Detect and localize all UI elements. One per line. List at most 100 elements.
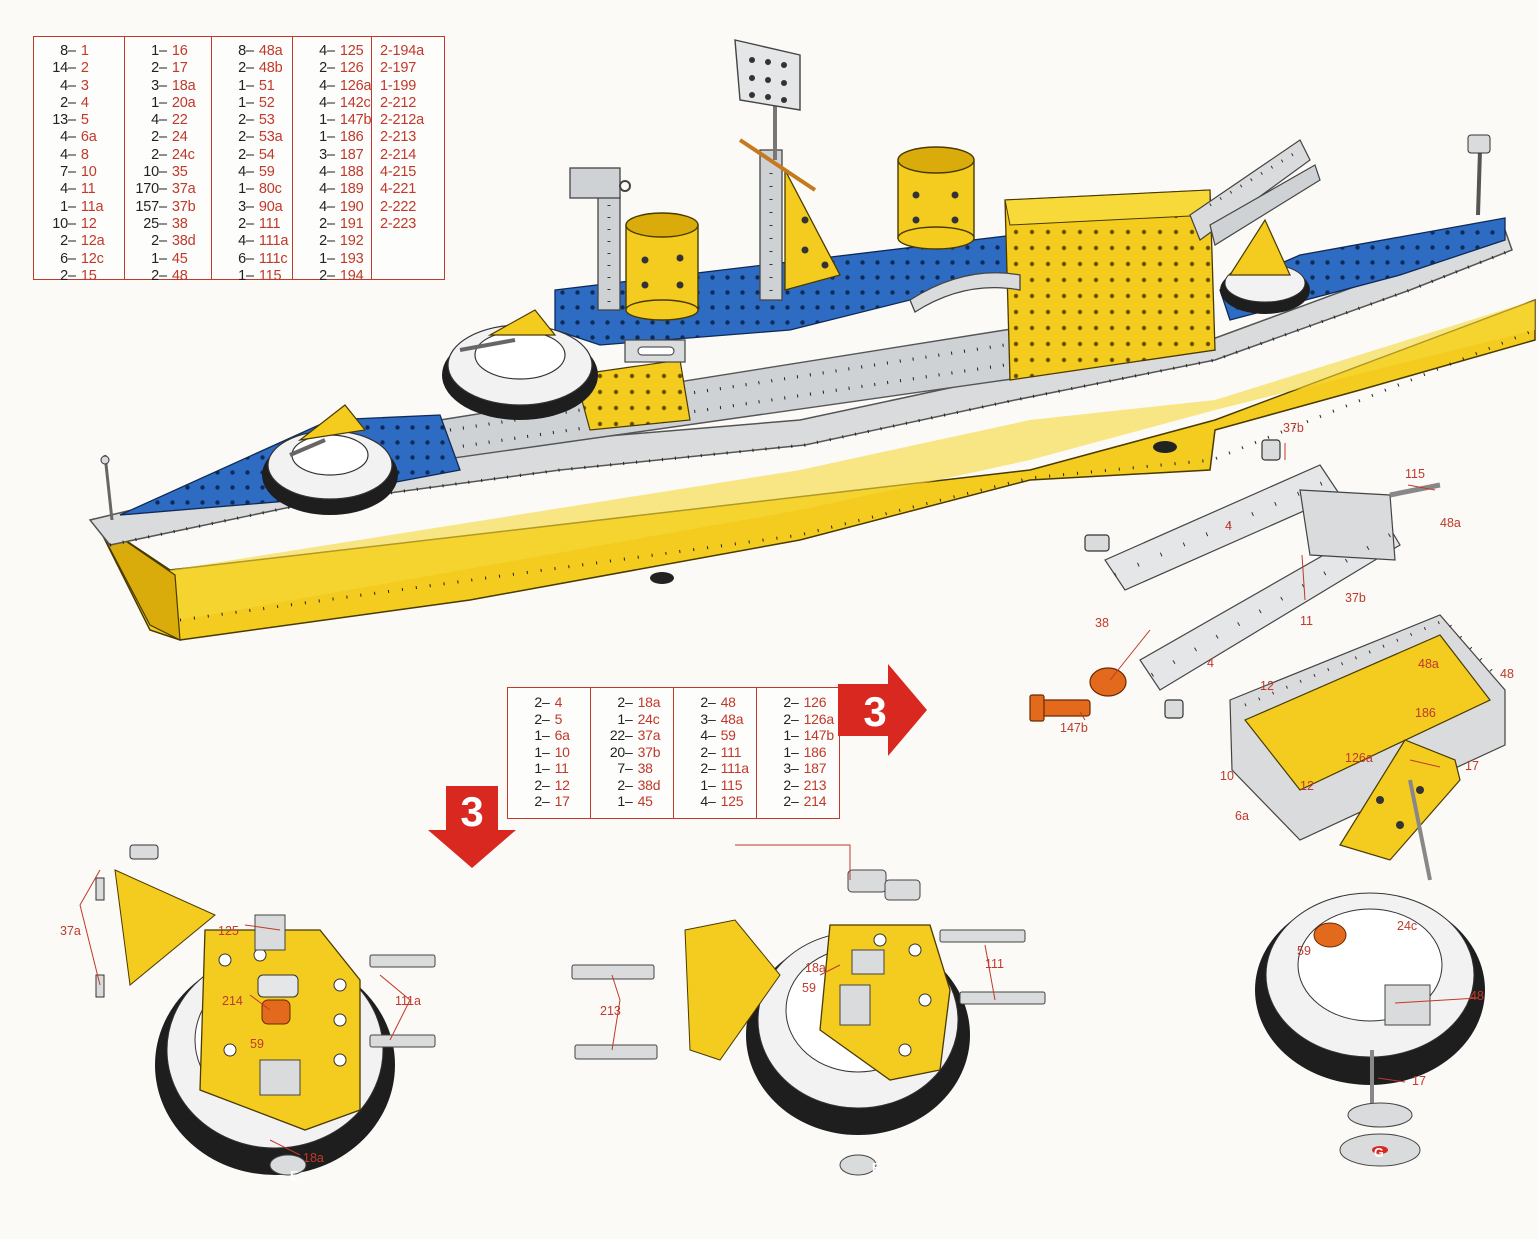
step-arrow-down: 3 — [428, 786, 516, 868]
parts-row: 2-194a — [380, 43, 436, 60]
parts-row: 2–192 — [301, 233, 364, 250]
funnel-front — [625, 212, 699, 321]
part-dash: – — [246, 164, 254, 181]
callout-label: 6a — [1235, 809, 1249, 823]
part-quantity: 7 — [617, 760, 625, 776]
part-number: 37b — [637, 743, 661, 760]
part-quantity: 3 — [151, 77, 159, 94]
part-quantity: 1 — [151, 43, 159, 59]
part-number: 11 — [554, 760, 569, 776]
parts-row: 2–4 — [42, 95, 116, 112]
part-dash: – — [708, 694, 716, 710]
parts-row: 2–15 — [42, 268, 116, 285]
parts-row: 1–51 — [220, 78, 284, 95]
part-dash: – — [159, 77, 167, 94]
part-dash: – — [327, 181, 335, 198]
part-number: 4-215 — [380, 164, 417, 181]
part-dash: – — [791, 710, 799, 727]
part-quantity: 2 — [319, 215, 327, 232]
part-quantity: 3 — [238, 198, 246, 215]
part-dash: – — [68, 250, 76, 267]
parts-row: 1–24c — [599, 711, 665, 728]
part-dash: – — [68, 77, 76, 94]
parts-row: 4–125 — [301, 43, 364, 60]
part-number: 45 — [171, 250, 188, 267]
parts-row: 2–53 — [220, 112, 284, 129]
part-number: 8 — [80, 146, 89, 163]
turret-e — [95, 844, 436, 1176]
callout-label: 59 — [1297, 944, 1311, 958]
part-dash: – — [327, 146, 335, 163]
part-dash: – — [327, 233, 335, 250]
part-quantity: 4 — [238, 164, 246, 181]
parts-row: 1–115 — [220, 268, 284, 285]
part-quantity: 4 — [151, 112, 159, 129]
parts-row: 3–187 — [765, 760, 831, 777]
part-quantity: 1 — [534, 743, 542, 760]
part-dash: – — [246, 181, 254, 198]
part-number: 189 — [339, 181, 364, 198]
part-quantity: 3 — [319, 146, 327, 163]
parts-row: 2–194 — [301, 268, 364, 285]
callout-label: 111a — [395, 994, 421, 1008]
gun-mount-exploded — [1029, 439, 1506, 881]
parts-row: 4-221 — [380, 181, 436, 198]
part-quantity: 3 — [700, 710, 708, 727]
part-dash: – — [246, 267, 254, 284]
part-quantity: 4 — [238, 233, 246, 250]
part-quantity: 2 — [319, 60, 327, 77]
part-dash: – — [68, 215, 76, 232]
parts-row: 20–37b — [599, 744, 665, 761]
part-number: 214 — [803, 793, 827, 809]
part-number: 59 — [258, 164, 275, 181]
part-number: 5 — [554, 710, 563, 727]
part-number: 190 — [339, 198, 364, 215]
part-quantity: 2 — [783, 793, 791, 809]
part-number: 24 — [171, 129, 188, 146]
parts-row: 2-214 — [380, 147, 436, 164]
parts-row: 1–45 — [599, 793, 665, 810]
part-quantity: 2 — [151, 129, 159, 146]
part-number: 111 — [258, 215, 281, 232]
callout-label: 12 — [1260, 679, 1274, 693]
part-quantity: 2 — [617, 776, 625, 793]
part-quantity: 1 — [783, 743, 791, 760]
parts-row: 4–11 — [42, 181, 116, 198]
parts-row: 2–111a — [682, 760, 749, 777]
part-dash: – — [708, 710, 716, 727]
part-quantity: 2 — [700, 760, 708, 776]
parts-row: 4-215 — [380, 164, 436, 181]
parts-row: 3–90a — [220, 199, 284, 216]
part-quantity: 2 — [151, 60, 159, 77]
callout-label: 4 — [1225, 519, 1232, 533]
part-number: 48b — [258, 60, 283, 77]
part-quantity: 2 — [238, 129, 246, 146]
part-number: 2-197 — [380, 60, 417, 77]
part-number: 2-212a — [380, 112, 424, 129]
part-dash: – — [68, 233, 76, 250]
turret-g — [1255, 892, 1485, 1167]
parts-row: 4–8 — [42, 147, 116, 164]
part-dash: – — [68, 267, 76, 284]
callout-label: 48 — [1470, 989, 1484, 1003]
part-quantity: 6 — [60, 250, 68, 267]
part-dash: – — [327, 250, 335, 267]
part-quantity: 4 — [700, 727, 708, 743]
part-number: 2 — [80, 60, 89, 77]
parts-row: 2–191 — [301, 215, 364, 233]
parts-row: 2-222 — [380, 199, 436, 216]
part-quantity: 157 — [135, 198, 159, 215]
parts-row: 4–3 — [42, 78, 116, 95]
part-number: 20a — [171, 94, 196, 111]
part-dash: – — [791, 743, 799, 760]
parts-row: 8–1 — [42, 43, 116, 60]
part-dash: – — [159, 267, 167, 284]
parts-row: 1-199 — [380, 78, 436, 95]
part-dash: – — [708, 727, 716, 743]
part-dash: – — [625, 710, 633, 727]
callout-label: 48 — [1500, 667, 1514, 681]
